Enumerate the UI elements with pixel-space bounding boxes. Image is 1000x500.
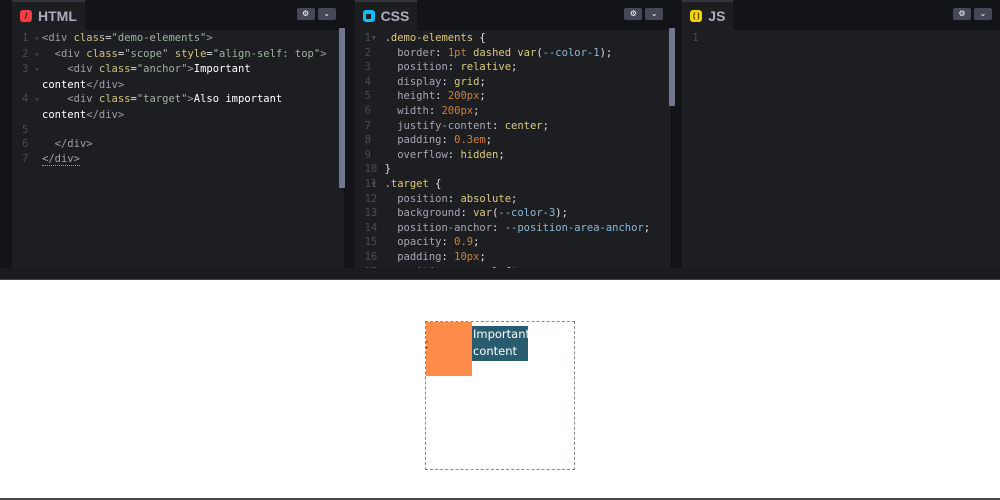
code-line: 10}: [364, 163, 391, 176]
anchor-element: rtantnt: [426, 322, 472, 376]
code-editors: / HTML ⚙ ⌄ 1 ▾ <div class="demo-elements…: [0, 0, 1000, 268]
code-line: 16 padding: 10px;: [364, 250, 486, 263]
code-line: 3 position: relative;: [364, 61, 518, 74]
code-line: 4 ▾ <div class="target">Also important: [22, 93, 283, 106]
chevron-down-icon: ⌄: [650, 9, 658, 18]
gear-icon: ⚙: [301, 9, 310, 18]
code-line: 3 ▾ <div class="anchor">Important: [22, 63, 251, 76]
code-line: 15 opacity: 0.9;: [364, 236, 480, 249]
js-settings-button[interactable]: ⚙: [953, 8, 971, 20]
html-editor: / HTML ⚙ ⌄ 1 ▾ <div class="demo-elements…: [12, 0, 345, 268]
html-code-area[interactable]: 1 ▾ <div class="demo-elements"> 2 ▾ <div…: [12, 30, 344, 268]
html-tab[interactable]: / HTML: [12, 0, 85, 30]
code-line: 2 border: 1pt dashed var(--color-1);: [364, 46, 613, 59]
fold-icon[interactable]: ▾: [370, 177, 377, 190]
js-tab-title: JS: [708, 8, 726, 24]
demo-elements-box: rtantnt Important content: [425, 321, 575, 470]
code-line: 9 overflow: hidden;: [364, 148, 505, 161]
css-tab-actions: ⚙ ⌄: [624, 8, 664, 20]
chevron-down-icon: ⌄: [979, 9, 987, 18]
code-line: 8 padding: 0.3em;: [364, 134, 493, 147]
code-line: 11▾.target {: [364, 177, 442, 190]
bottom-bar: [0, 498, 1000, 500]
js-icon: ( ): [690, 10, 703, 22]
gear-icon: ⚙: [629, 9, 637, 18]
html-tabbar: / HTML ⚙ ⌄: [12, 0, 344, 30]
css-tab[interactable]: CSS: [354, 0, 418, 30]
code-line: 4 display: grid;: [364, 75, 486, 88]
html-tab-actions: ⚙ ⌄: [296, 8, 336, 20]
js-collapse-button[interactable]: ⌄: [974, 8, 992, 20]
code-line: 7 justify-content: center;: [364, 119, 549, 132]
css-settings-button[interactable]: ⚙: [624, 8, 643, 20]
fold-icon[interactable]: ▾: [34, 95, 40, 105]
code-line-wrap: content</div>: [42, 78, 125, 91]
fold-icon[interactable]: ▾: [34, 65, 40, 75]
code-line: 1 ▾ <div class="demo-elements">: [22, 32, 213, 44]
target-element: Important content: [472, 326, 530, 361]
code-line: 13 background: var(--color-3);: [364, 207, 568, 220]
html-tab-title: HTML: [38, 8, 77, 24]
css-editor: CSS ⚙ ⌄ 1▾.demo-elements { 2 border: 1pt …: [354, 0, 675, 268]
code-line: 17 position-area: left;: [355, 265, 672, 269]
html-settings-button[interactable]: ⚙: [296, 8, 315, 20]
code-line: 1▾.demo-elements {: [364, 32, 486, 44]
preview-pane: rtantnt Important content: [0, 281, 1000, 498]
css-collapse-button[interactable]: ⌄: [645, 8, 664, 20]
js-editor: ( ) JS ⚙ ⌄ 1: [682, 0, 1000, 268]
fold-icon[interactable]: ▾: [34, 34, 40, 43]
html-scrollbar[interactable]: [339, 28, 345, 188]
code-line: 6 </div>: [22, 138, 93, 151]
resize-divider[interactable]: [0, 268, 1000, 280]
code-line: 5: [22, 123, 29, 136]
code-line: 1: [692, 32, 699, 44]
fold-icon[interactable]: ▾: [34, 49, 40, 59]
code-line: 5 height: 200px;: [364, 90, 486, 103]
code-line: 7 </div>: [22, 152, 80, 166]
code-line: 2 ▾ <div class="scope" style="align-self…: [22, 47, 327, 60]
js-tab[interactable]: ( ) JS: [682, 0, 734, 30]
html-icon: /: [20, 10, 32, 22]
html-collapse-button[interactable]: ⌄: [317, 8, 336, 20]
js-tab-actions: ⚙ ⌄: [953, 8, 992, 20]
css-tab-title: CSS: [380, 8, 410, 24]
chevron-down-icon: ⌄: [323, 9, 330, 18]
gear-icon: ⚙: [958, 9, 966, 18]
js-code-area[interactable]: 1: [682, 30, 1000, 268]
css-scrollbar[interactable]: [668, 28, 675, 106]
code-line: 14 position-anchor: --position-area-anch…: [364, 221, 651, 234]
css-tabbar: CSS ⚙ ⌄: [354, 0, 672, 30]
code-line: 12 position: absolute;: [364, 192, 518, 205]
fold-icon[interactable]: ▾: [370, 32, 377, 44]
code-line: 6 width: 200px;: [364, 104, 480, 117]
js-tabbar: ( ) JS ⚙ ⌄: [682, 0, 1000, 30]
css-icon: [362, 10, 375, 22]
css-code-area[interactable]: 1▾.demo-elements { 2 border: 1pt dashed v…: [355, 30, 672, 268]
code-line-wrap: content</div>: [42, 108, 125, 121]
